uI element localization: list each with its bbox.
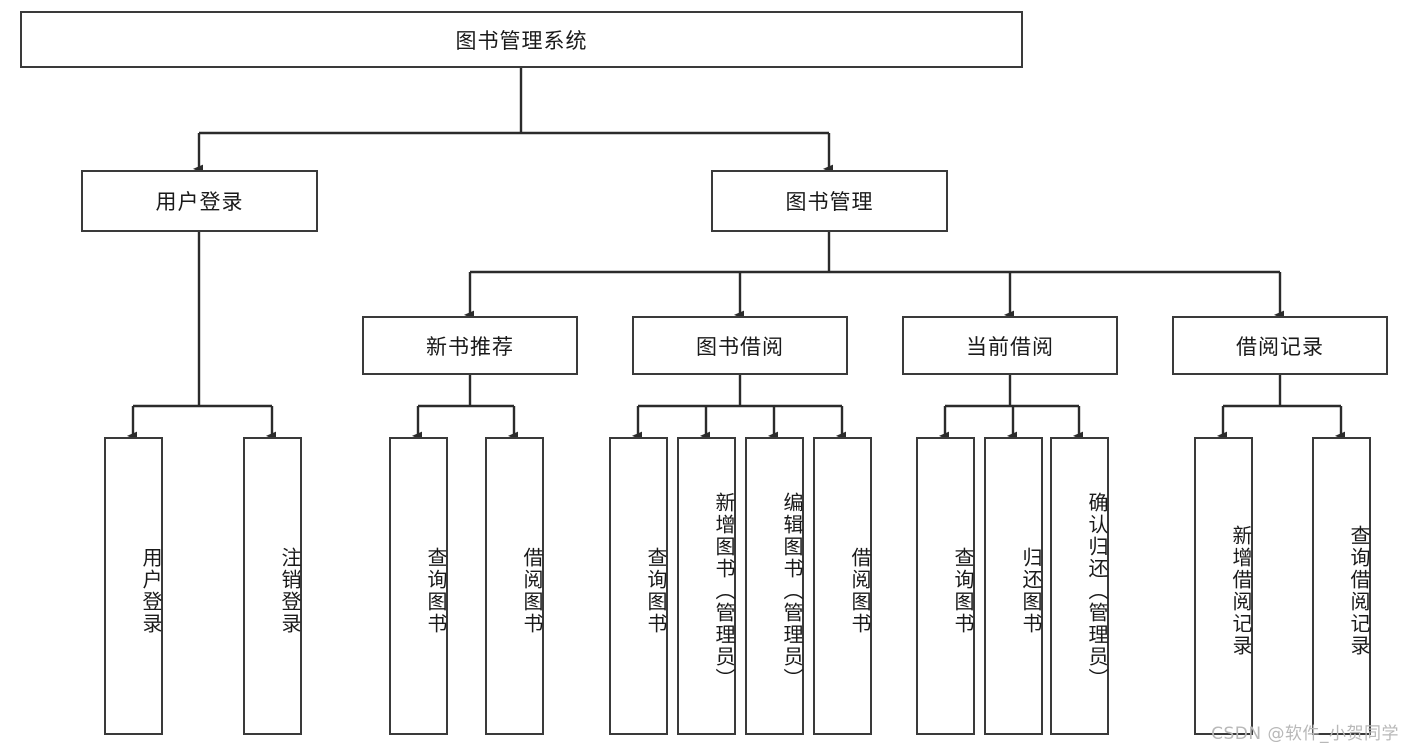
node-leaf-new-1[interactable]: 查询图书 [389, 437, 448, 735]
node-borrow[interactable]: 图书借阅 [632, 316, 848, 375]
node-label: 图书管理 [785, 190, 874, 214]
node-newbook[interactable]: 新书推荐 [362, 316, 578, 375]
node-leaf-rec-1[interactable]: 新增借阅记录 [1194, 437, 1253, 735]
node-label: 查询借阅记录 [1347, 525, 1371, 657]
node-label: 查询图书 [424, 547, 448, 635]
node-label: 用户登录 [155, 190, 244, 214]
node-leaf-borrow-4[interactable]: 借阅图书 [813, 437, 872, 735]
node-label: 查询图书 [951, 547, 975, 635]
node-leaf-login-2[interactable]: 注销登录 [243, 437, 302, 735]
node-label: 归还图书 [1019, 547, 1043, 635]
node-current[interactable]: 当前借阅 [902, 316, 1118, 375]
node-label: 查询图书 [644, 547, 668, 635]
node-bookmgmt[interactable]: 图书管理 [711, 170, 948, 232]
node-label: 借阅图书 [848, 547, 872, 635]
node-login[interactable]: 用户登录 [81, 170, 318, 232]
node-leaf-borrow-1[interactable]: 查询图书 [609, 437, 668, 735]
node-label: 图书管理系统 [455, 28, 588, 53]
node-label: 新书推荐 [426, 334, 514, 359]
node-label: 图书借阅 [696, 334, 784, 359]
node-label: 借阅记录 [1236, 334, 1324, 359]
node-leaf-borrow-3[interactable]: 编辑图书（管理员） [745, 437, 804, 735]
node-root[interactable]: 图书管理系统 [20, 11, 1023, 68]
node-leaf-curr-1[interactable]: 查询图书 [916, 437, 975, 735]
node-leaf-borrow-2[interactable]: 新增图书（管理员） [677, 437, 736, 735]
watermark: CSDN @软件_小贺同学 [1211, 724, 1399, 744]
node-label: 当前借阅 [966, 334, 1054, 359]
node-label: 注销登录 [278, 547, 302, 635]
node-label: 新增借阅记录 [1229, 525, 1253, 657]
node-leaf-new-2[interactable]: 借阅图书 [485, 437, 544, 735]
node-leaf-rec-2[interactable]: 查询借阅记录 [1312, 437, 1371, 735]
node-records[interactable]: 借阅记录 [1172, 316, 1388, 375]
node-label: 确认归还（管理员） [1085, 492, 1109, 690]
node-leaf-curr-3[interactable]: 确认归还（管理员） [1050, 437, 1109, 735]
node-leaf-curr-2[interactable]: 归还图书 [984, 437, 1043, 735]
node-label: 新增图书（管理员） [712, 492, 736, 690]
node-label: 编辑图书（管理员） [780, 492, 804, 690]
node-label: 借阅图书 [520, 547, 544, 635]
node-label: 用户登录 [139, 547, 163, 635]
node-leaf-login-1[interactable]: 用户登录 [104, 437, 163, 735]
edge-paths [127, 68, 1345, 441]
